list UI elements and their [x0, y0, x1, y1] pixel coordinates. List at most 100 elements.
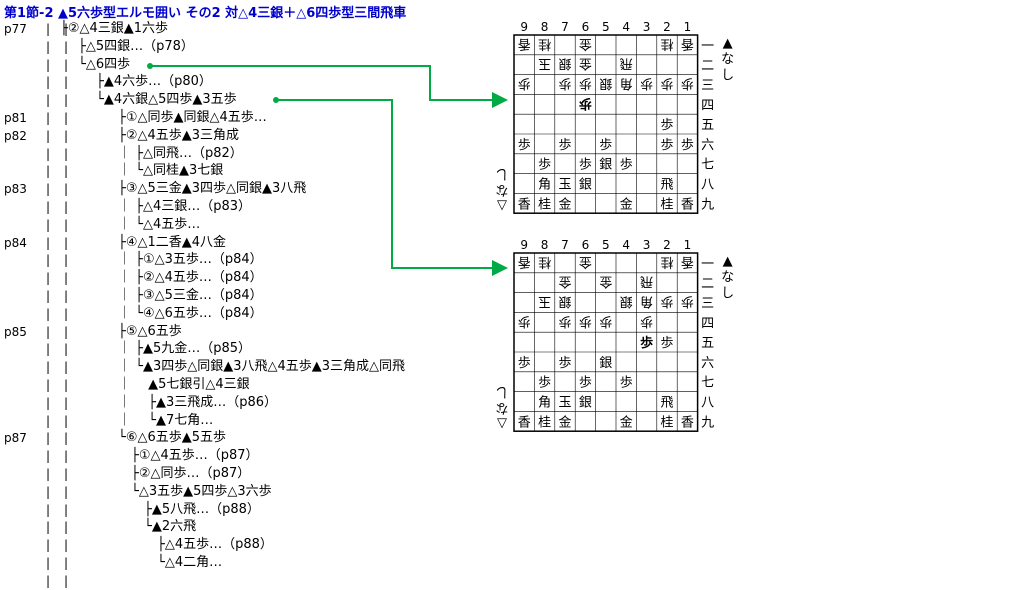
move-text: ├①△4五歩…（p87）: [118, 448, 259, 464]
gote-piece: 歩: [681, 294, 694, 309]
move-text: ｜ └▲3四歩△同銀▲3八飛△4五歩▲3三角成△同飛: [118, 359, 406, 375]
move-text: ｜ ▲5七銀引△4三銀: [118, 377, 250, 392]
gote-piece: 金: [558, 274, 571, 290]
sente-hand: し: [721, 286, 734, 301]
move-text: ｜ └△4五歩…: [118, 216, 201, 232]
rank-label: 九: [701, 197, 714, 212]
gote-piece: 金: [599, 274, 612, 290]
sente-piece: 歩: [538, 376, 551, 391]
file-label: 8: [541, 20, 549, 34]
tree-line: |: [45, 93, 51, 108]
tree-line: |: [63, 556, 69, 570]
sente-piece: 歩: [558, 356, 571, 371]
gote-piece: 飛: [620, 56, 633, 71]
gote-piece: 桂: [538, 36, 551, 51]
tree-line: |: [63, 573, 69, 588]
move-text: ｜ ├▲5九金…（p85）: [118, 341, 252, 357]
tree-line: |: [63, 128, 69, 143]
tree-line: |: [63, 378, 69, 392]
file-label: 9: [520, 20, 528, 34]
gote-hand: な: [495, 182, 508, 197]
tree-line: |: [63, 164, 69, 179]
sente-piece: 飛: [660, 396, 673, 411]
gote-hand: △: [497, 416, 507, 431]
move-text: ｜ ├△同飛…（p82）: [118, 145, 243, 161]
gote-piece: 歩: [518, 76, 531, 91]
sente-piece: 銀: [579, 178, 592, 193]
tree-line: |: [45, 431, 51, 446]
sente-piece: 歩: [518, 356, 531, 371]
move-text: └△4二角…: [118, 555, 223, 570]
tree-line: |: [63, 57, 69, 72]
tree-line: |: [63, 324, 69, 339]
sente-piece: 歩: [620, 158, 633, 173]
sente-piece: 玉: [558, 396, 571, 411]
sente-piece: 歩: [518, 138, 531, 153]
tree-line: |: [63, 342, 69, 357]
gote-piece: 金: [579, 254, 592, 270]
gote-piece: 玉: [538, 56, 551, 71]
tree-line: |: [45, 360, 51, 375]
sente-piece: 金: [620, 414, 633, 430]
sente-piece: 銀: [599, 356, 612, 371]
sente-piece: 香: [518, 415, 531, 430]
file-label: 6: [582, 20, 590, 34]
sente-piece: 歩: [660, 118, 673, 133]
gote-piece: 歩: [681, 76, 694, 91]
rank-label: 五: [701, 336, 714, 351]
sente-hand: し: [721, 68, 734, 83]
gote-piece: 香: [681, 36, 694, 51]
gote-piece: 玉: [538, 294, 551, 309]
sente-piece: 歩: [538, 158, 551, 173]
sente-piece: 玉: [558, 178, 571, 193]
tree-line: |: [63, 39, 69, 54]
page-ref: p81: [4, 111, 27, 125]
page-ref: p84: [4, 235, 27, 250]
tree-line: |: [45, 128, 51, 143]
tree-line: |: [63, 520, 69, 535]
tree-line: |: [45, 271, 51, 286]
tree-line: |: [45, 520, 51, 535]
tree-line: |: [45, 378, 51, 392]
tree-line: |: [63, 217, 69, 232]
rank-label: 二: [701, 277, 714, 292]
gote-piece: 歩: [518, 313, 531, 328]
tree-line: |: [45, 395, 51, 410]
file-label: 4: [622, 20, 630, 34]
rank-label: 七: [701, 158, 714, 173]
rank-label: 四: [701, 98, 714, 113]
gote-piece: 歩: [579, 76, 592, 91]
gote-piece: 歩: [640, 76, 653, 91]
tree-line: |: [45, 342, 51, 357]
sente-piece: 金: [620, 196, 633, 212]
tree-line: |: [63, 22, 69, 36]
file-label: 5: [602, 238, 610, 252]
tree-line: |: [45, 556, 51, 570]
tree-line: |: [63, 449, 69, 464]
gote-piece: 香: [518, 36, 531, 51]
tree-line: |: [63, 431, 69, 446]
tree-line: |: [63, 502, 69, 517]
move-text: ｜ ├▲3三飛成…（p86）: [118, 394, 278, 410]
file-label: 1: [684, 20, 692, 34]
sente-piece: 香: [681, 197, 694, 212]
move-text: ├③△5三金▲3四歩△同銀▲3八飛: [118, 181, 307, 197]
sente-piece: 歩: [620, 376, 633, 391]
sente-piece: 飛: [660, 178, 673, 193]
move-text: ├△5四銀…（p78）: [78, 38, 194, 54]
rank-label: 三: [701, 79, 714, 94]
tree-line: |: [45, 182, 51, 197]
move-text: ├△4五歩…（p88）: [118, 537, 273, 553]
board-frame: [513, 34, 699, 214]
gote-piece: 歩: [579, 95, 592, 111]
tree-line: |: [45, 484, 51, 499]
sente-hand: な: [721, 52, 734, 67]
sente-piece: 香: [681, 415, 694, 430]
move-text: ｜ ├①△3五歩…（p84）: [118, 252, 263, 268]
move-text: ｜ └▲7七角…: [118, 412, 214, 428]
page-title: 第1節-2 ▲5六歩型エルモ囲い その2 対△4三銀＋△6四歩型三間飛車: [4, 6, 407, 21]
sente-piece: 桂: [660, 415, 673, 430]
tree-line: |: [45, 289, 51, 303]
tree-line: |: [45, 146, 51, 161]
